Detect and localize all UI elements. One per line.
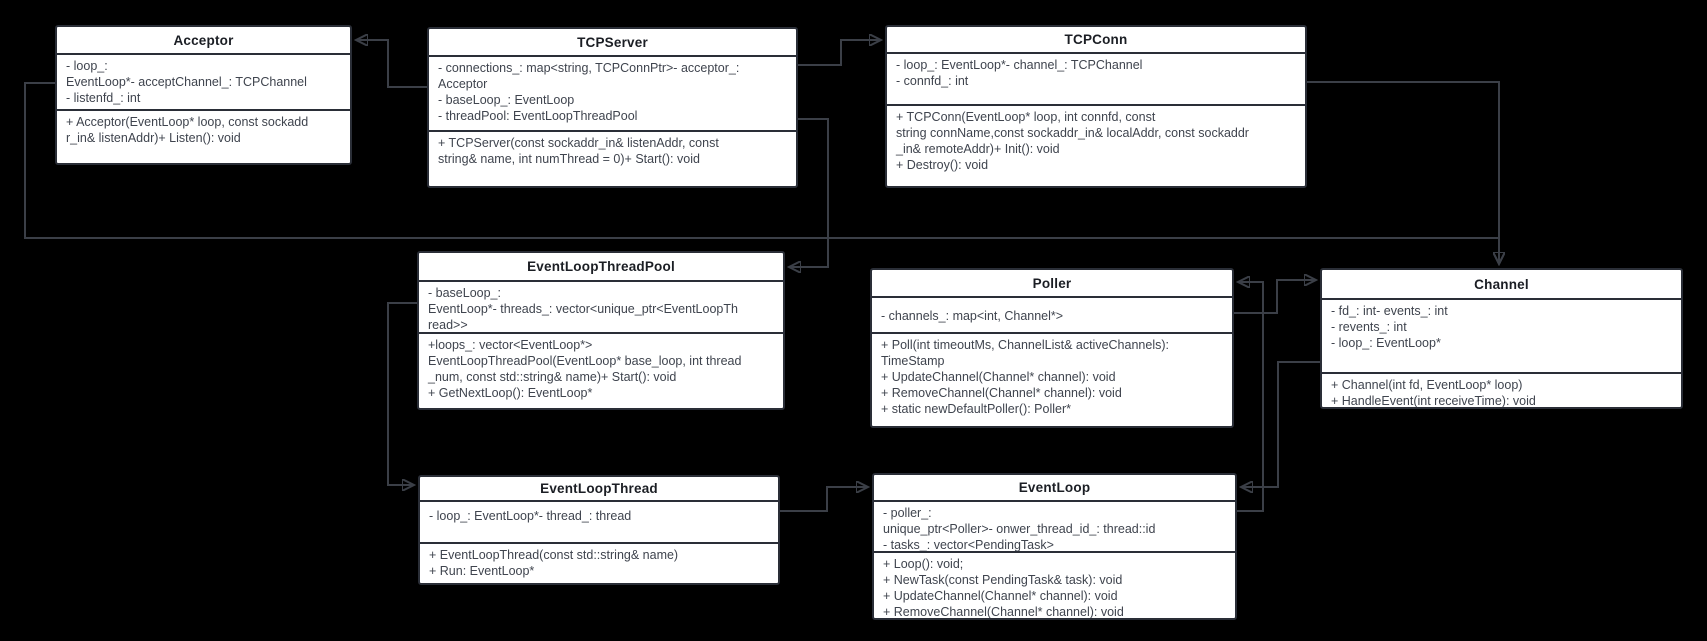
attributes-section: - fd_: int- events_: int - revents_: int… [1322, 300, 1681, 374]
class-eventloopthread[interactable]: EventLoopThread - loop_: EventLoop*- thr… [418, 475, 780, 585]
methods-section: + Poll(int timeoutMs, ChannelList& activ… [872, 334, 1232, 426]
method-line: + EventLoopThread(const std::string& nam… [429, 548, 679, 562]
method-line: + Channel(int fd, EventLoop* loop) [1331, 378, 1523, 392]
method-line: + GetNextLoop(): EventLoop* [428, 386, 593, 400]
attributes-section: - baseLoop_: EventLoop*- threads_: vecto… [419, 282, 783, 334]
attribute-line: - fd_: int- events_: int [1331, 304, 1448, 318]
method-line: +loops_: vector<EventLoop*> [428, 338, 593, 352]
method-line: + NewTask(const PendingTask& task): void [883, 573, 1123, 587]
connector-tcpserver-eventloopthreadpool [789, 118, 829, 267]
methods-section: + EventLoopThread(const std::string& nam… [420, 544, 778, 583]
class-eventloopthreadpool[interactable]: EventLoopThreadPool - baseLoop_: EventLo… [417, 251, 785, 410]
method-line: TimeStamp [881, 354, 945, 368]
attribute-line: - listenfd_: int [66, 91, 141, 105]
method-line: EventLoopThreadPool(EventLoop* base_loop… [428, 354, 742, 368]
connector-eventloopthreadpool-eventloopthread [387, 302, 417, 485]
class-tcpconn[interactable]: TCPConn - loop_: EventLoop*- channel_: T… [885, 25, 1307, 188]
method-line: + Loop(): void; [883, 557, 964, 571]
attribute-line: - connections_: map<string, TCPConnPtr>-… [438, 61, 740, 75]
methods-section: + Loop(): void; + NewTask(const PendingT… [874, 553, 1235, 618]
connector-channel-eventloop [1241, 361, 1320, 487]
method-line: r_in& listenAddr)+ Listen(): void [66, 131, 241, 145]
method-line: + Poll(int timeoutMs, ChannelList& activ… [881, 338, 1169, 352]
connector-eventloopthread-eventloop [780, 487, 868, 512]
method-line: + TCPServer(const sockaddr_in& listenAdd… [438, 136, 719, 150]
attribute-line: - poller_: [883, 506, 932, 520]
method-line: string connName,const sockaddr_in& local… [896, 126, 1249, 140]
connector-acceptor-channel [24, 82, 1499, 264]
attribute-line: - connfd_: int [896, 74, 969, 88]
connector-tcpserver-tcpconn [798, 40, 881, 66]
attribute-line: - loop_: EventLoop*- thread_: thread [429, 509, 632, 523]
attributes-section: - loop_: EventLoop*- channel_: TCPChanne… [887, 54, 1305, 106]
method-line: + Acceptor(EventLoop* loop, const sockad… [66, 115, 309, 129]
attributes-section: - loop_: EventLoop*- acceptChannel_: TCP… [57, 55, 350, 111]
class-tcpserver[interactable]: TCPServer - connections_: map<string, TC… [427, 27, 798, 188]
class-eventloop[interactable]: EventLoop - poller_: unique_ptr<Poller>-… [872, 473, 1237, 620]
methods-section: +loops_: vector<EventLoop*> EventLoopThr… [419, 334, 783, 408]
methods-section: + Channel(int fd, EventLoop* loop) + Han… [1322, 374, 1681, 407]
attribute-line: - baseLoop_: [428, 286, 501, 300]
class-title-acceptor: Acceptor [57, 27, 350, 55]
class-title-poller: Poller [872, 270, 1232, 298]
method-line: + Destroy(): void [896, 158, 989, 172]
connector-tcpconn-channel [1307, 81, 1499, 264]
methods-section: + Acceptor(EventLoop* loop, const sockad… [57, 111, 350, 163]
class-title-eventloopthread: EventLoopThread [420, 477, 778, 502]
attribute-line: - threadPool: EventLoopThreadPool [438, 109, 638, 123]
connector-eventloop-poller [1237, 282, 1264, 512]
attributes-section: - loop_: EventLoop*- thread_: thread [420, 502, 778, 544]
class-channel[interactable]: Channel - fd_: int- events_: int - reven… [1320, 268, 1683, 409]
attribute-line: - loop_: [66, 59, 108, 73]
attributes-section: - connections_: map<string, TCPConnPtr>-… [429, 57, 796, 132]
class-poller[interactable]: Poller - channels_: map<int, Channel*> +… [870, 268, 1234, 428]
attribute-line: Acceptor [438, 77, 488, 91]
connector-tcpserver-acceptor [356, 40, 427, 88]
attribute-line: read>> [428, 318, 468, 332]
attributes-section: - poller_: unique_ptr<Poller>- onwer_thr… [874, 502, 1235, 553]
class-title-tcpconn: TCPConn [887, 27, 1305, 54]
connector-poller-channel [1234, 280, 1316, 314]
attribute-line: - tasks_: vector<PendingTask> [883, 538, 1054, 552]
method-line: + RemoveChannel(Channel* channel): void [881, 386, 1122, 400]
attribute-line: - loop_: EventLoop* [1331, 336, 1441, 350]
method-line: string& name, int numThread = 0)+ Start(… [438, 152, 700, 166]
attribute-line: EventLoop*- threads_: vector<unique_ptr<… [428, 302, 738, 316]
method-line: + UpdateChannel(Channel* channel): void [883, 589, 1118, 603]
attribute-line: - revents_: int [1331, 320, 1407, 334]
attribute-line: - baseLoop_: EventLoop [438, 93, 575, 107]
methods-section: + TCPConn(EventLoop* loop, int connfd, c… [887, 106, 1305, 186]
attribute-line: - channels_: map<int, Channel*> [881, 309, 1064, 323]
class-title-tcpserver: TCPServer [429, 29, 796, 57]
class-acceptor[interactable]: Acceptor - loop_: EventLoop*- acceptChan… [55, 25, 352, 165]
method-line: + static newDefaultPoller(): Poller* [881, 402, 1072, 416]
method-line: + RemoveChannel(Channel* channel): void [883, 605, 1124, 618]
method-line: _in& remoteAddr)+ Init(): void [896, 142, 1060, 156]
attribute-line: EventLoop*- acceptChannel_: TCPChannel [66, 75, 307, 89]
class-title-eventloop: EventLoop [874, 475, 1235, 502]
attribute-line: unique_ptr<Poller>- onwer_thread_id_: th… [883, 522, 1156, 536]
method-line: + TCPConn(EventLoop* loop, int connfd, c… [896, 110, 1156, 124]
class-title-eventloopthreadpool: EventLoopThreadPool [419, 253, 783, 282]
attribute-line: - loop_: EventLoop*- channel_: TCPChanne… [896, 58, 1143, 72]
attributes-section: - channels_: map<int, Channel*> [872, 298, 1232, 334]
class-title-channel: Channel [1322, 270, 1681, 300]
method-line: + Run: EventLoop* [429, 564, 535, 578]
methods-section: + TCPServer(const sockaddr_in& listenAdd… [429, 132, 796, 186]
method-line: + HandleEvent(int receiveTime): void [1331, 394, 1536, 407]
method-line: + UpdateChannel(Channel* channel): void [881, 370, 1116, 384]
method-line: _num, const std::string& name)+ Start():… [428, 370, 677, 384]
